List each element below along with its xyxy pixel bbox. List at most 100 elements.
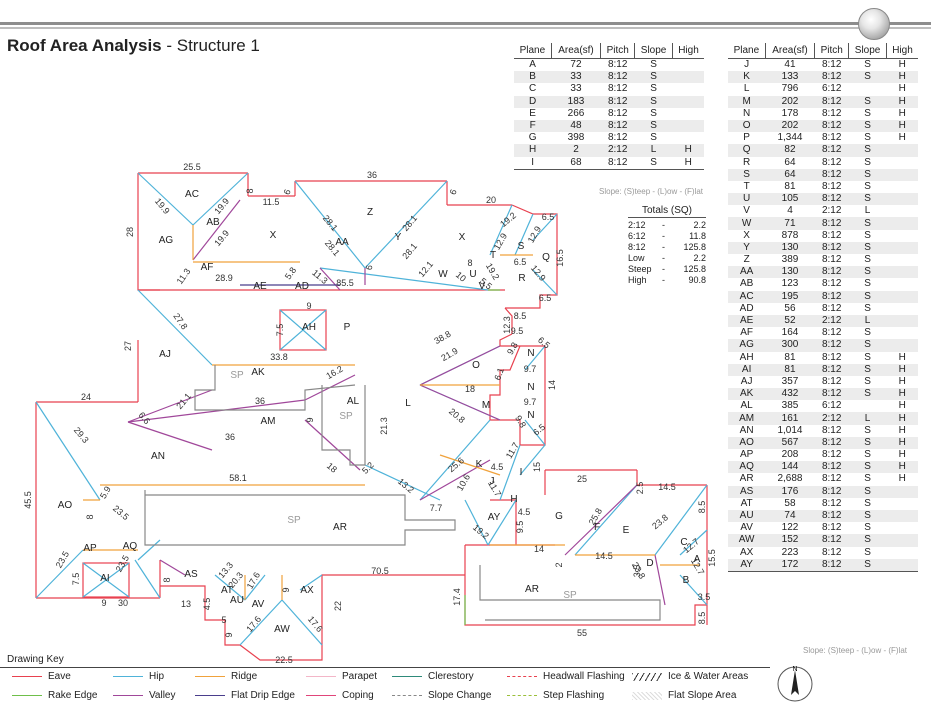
plane-label-o: O [472,360,480,371]
table-cell: AQ [728,461,766,474]
key-label: Hip [149,671,165,682]
key-swatch-icon [12,676,42,677]
key-swatch-icon [306,676,336,677]
table-cell: AM [728,412,766,425]
dimension-label: 10.6 [455,472,472,492]
dimension-label: 19.2 [498,210,518,229]
table-cell: 6:12 [821,83,842,95]
table-cell: 152 [765,534,815,547]
page-title: Roof Area Analysis - Structure 1 [7,36,260,56]
dimension-label: 15 [532,462,542,472]
table-cell: S [864,522,871,534]
table-cell: H [898,351,906,363]
totals-cell: - [662,242,665,252]
plane-label-aq: AQ [123,541,138,552]
table-cell: S [864,229,871,241]
plane-label-d: D [646,558,653,569]
table-cell: S [848,144,887,157]
plane-label-t: T [490,250,496,261]
dimension-label: 58.1 [229,473,247,483]
table-cell: AW [728,534,766,547]
table-cell [886,509,918,523]
table-cell: AF [740,327,754,339]
table-cell: 176 [765,485,815,498]
key-swatch-icon [113,695,143,696]
dimension-label: 9.5 [515,521,525,534]
table-cell: 68 [551,156,601,170]
table-cell: AE [728,314,766,328]
dimension-label: 9.5 [511,326,524,336]
dimension-label: 9 [101,598,106,608]
key-item-valley: Valley [113,690,176,701]
table-cell: 398 [567,132,585,144]
dimension-label: 2 [554,562,564,567]
table-cell [886,241,918,254]
table-cell: 6:12 [821,400,842,412]
table-cell: 2:12 [821,205,842,217]
dimension-label: 2.5 [635,482,645,495]
dimension-label: 11.7 [486,479,503,499]
plane-label-x: X [270,230,277,241]
dimension-label: 11.3 [310,267,329,285]
table-cell: H [886,71,918,84]
dimension-label: 16.2 [324,364,344,381]
table-cell: 8:12 [814,217,849,230]
table-cell: G [528,132,537,144]
plane-label-ad: AD [295,281,309,292]
table-cell: 195 [765,290,815,303]
table-cell: H [886,95,918,108]
dimension-label: 14.5 [658,482,676,492]
table-cell [672,119,704,133]
key-item-rake-edge: Rake Edge [12,690,97,701]
plane-label-ac: AC [185,189,199,200]
dimension-label: 12.3 [502,316,512,334]
key-label: Valley [149,690,176,701]
table-cell: AG [728,339,766,352]
table-cell: AP [739,449,754,461]
table-cell: S [650,83,657,95]
right-header-0: Plane [728,43,766,59]
totals-cell: - [662,231,665,241]
dimension-label: 27 [123,341,133,351]
plane-ai-box [82,562,130,598]
plane-label-sp: SP [339,411,353,422]
key-item-ridge: Ridge [195,671,257,682]
table-cell: S [650,107,657,119]
table-cell: 8:12 [814,119,849,133]
dimension-label: 12.7 [689,556,706,576]
table-cell: S [848,388,887,401]
plane-label-m: M [482,400,490,411]
dimension-label: 9.7 [524,364,537,374]
table-cell: N [743,107,751,119]
table-cell: H [898,375,906,387]
table-cell: 8:12 [821,229,842,241]
totals-cell: - [662,253,665,263]
plane-label-h: H [510,494,517,505]
table-cell: H [898,424,906,436]
plane-ah-box [279,309,327,351]
plane-label-i: I [520,467,523,478]
table-cell: AV [740,522,753,534]
table-cell: AN [739,424,754,436]
table-cell: 202 [765,95,815,108]
dimension-label: 19.9 [153,196,172,216]
plane-label-ap: AP [83,543,97,554]
dimension-label: 7.7 [430,503,443,513]
table-cell: 8:12 [814,509,849,523]
key-label: Step Flashing [543,690,605,701]
table-cell: 133 [765,71,815,84]
table-cell: 8:12 [607,83,628,95]
plane-label-n: N [527,410,534,421]
rake-lines [464,289,500,625]
table-cell: S [848,119,887,133]
table-cell: 8:12 [814,339,849,352]
dimension-label: 14 [547,380,557,390]
table-cell: H [898,400,906,412]
dimension-label: 19.9 [212,196,231,216]
key-item-flat-slope-area: Flat Slope Area [632,690,736,701]
